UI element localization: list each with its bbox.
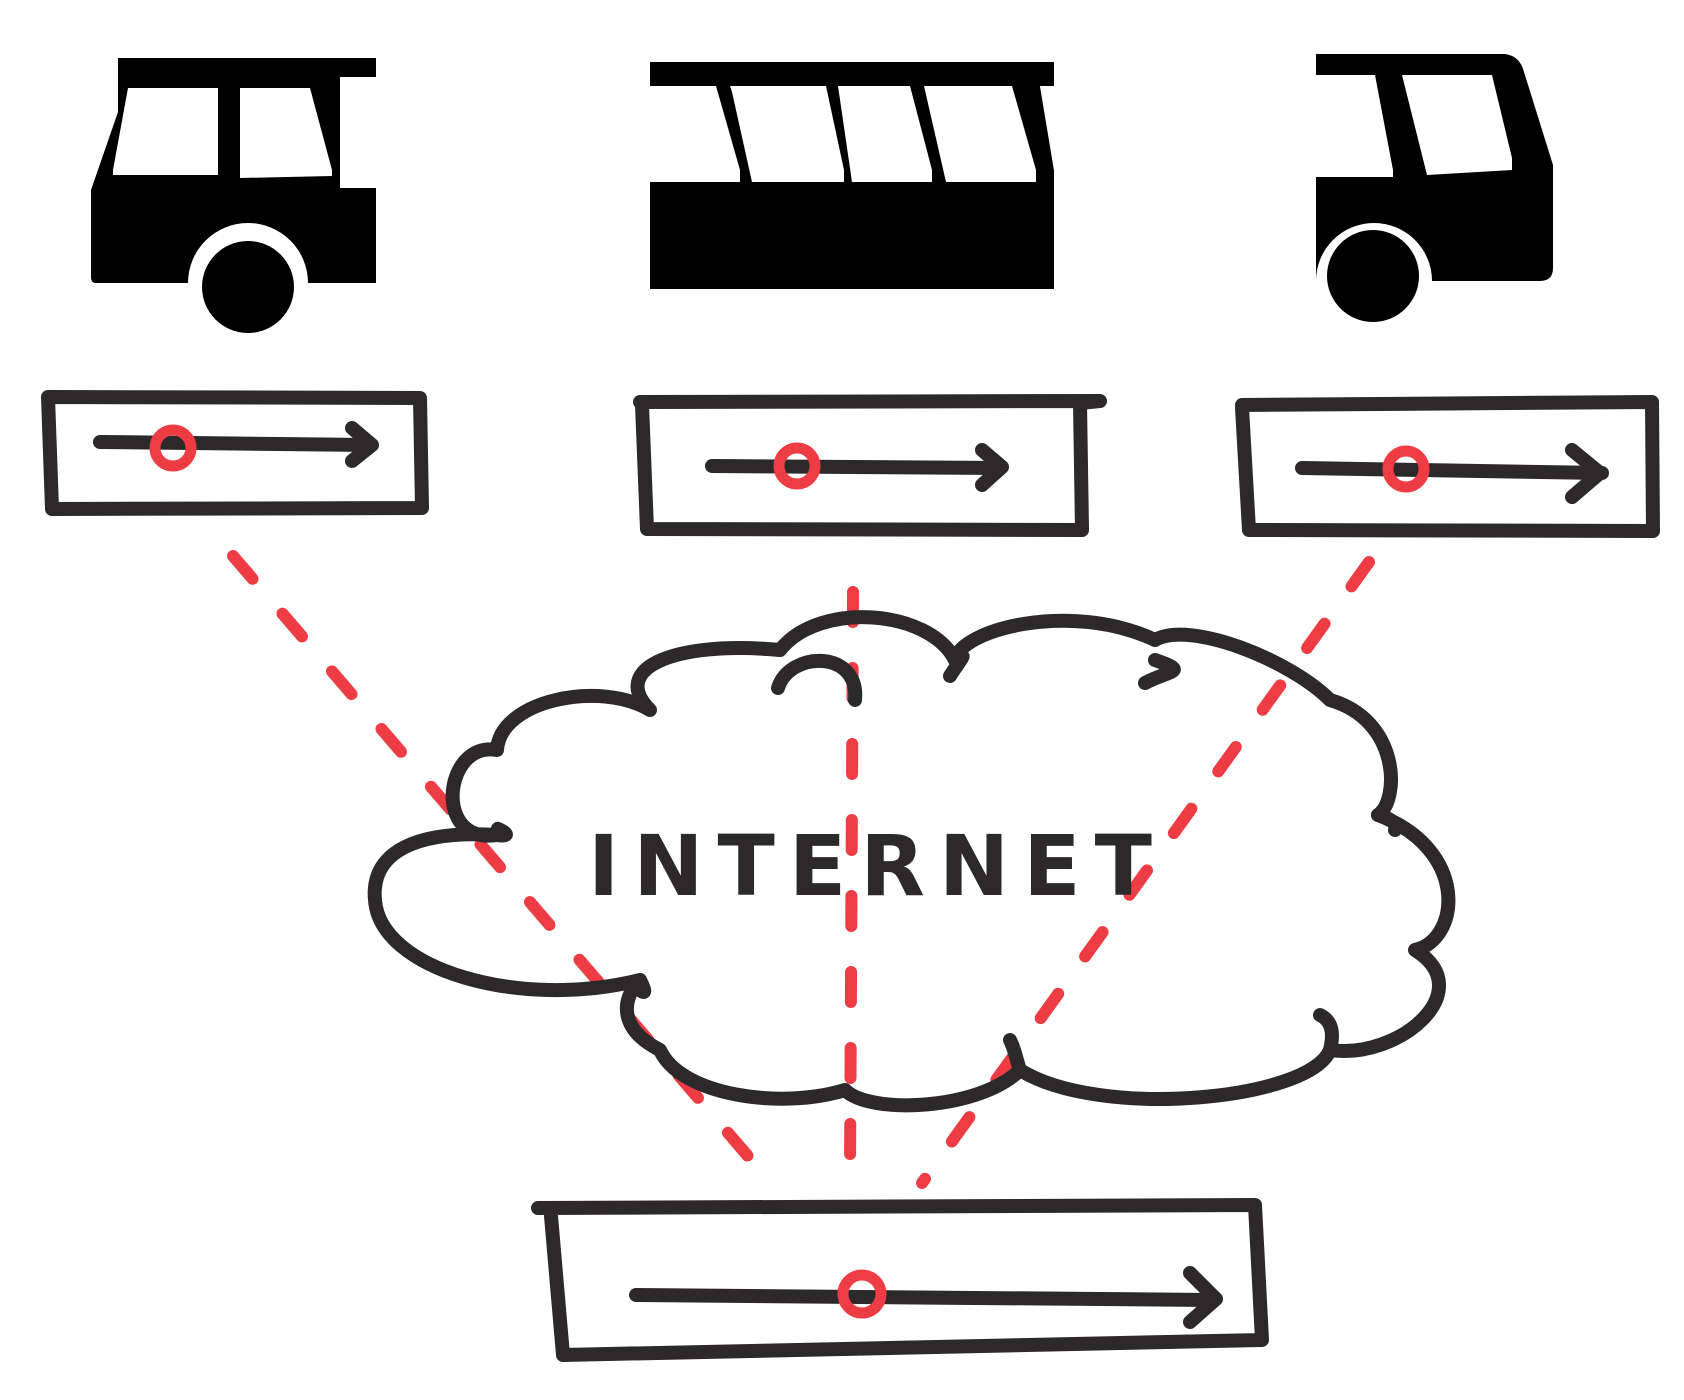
timeline-vehicle-1	[41, 390, 429, 516]
timeline-vehicle-3	[1235, 395, 1660, 538]
timeline-marker	[149, 424, 197, 472]
internet-cloud: INTERNET	[367, 610, 1456, 1113]
bus-rear-icon	[1316, 54, 1553, 322]
bus-side-icon	[650, 62, 1054, 289]
bus-front-icon	[91, 58, 376, 333]
cloud-label: INTERNET	[588, 817, 1166, 915]
timeline-marker	[837, 1269, 887, 1319]
timeline-marker	[1382, 445, 1430, 493]
timeline-vehicle-2	[633, 394, 1107, 537]
timeline-combined	[531, 1198, 1269, 1362]
timeline-marker	[773, 442, 821, 490]
